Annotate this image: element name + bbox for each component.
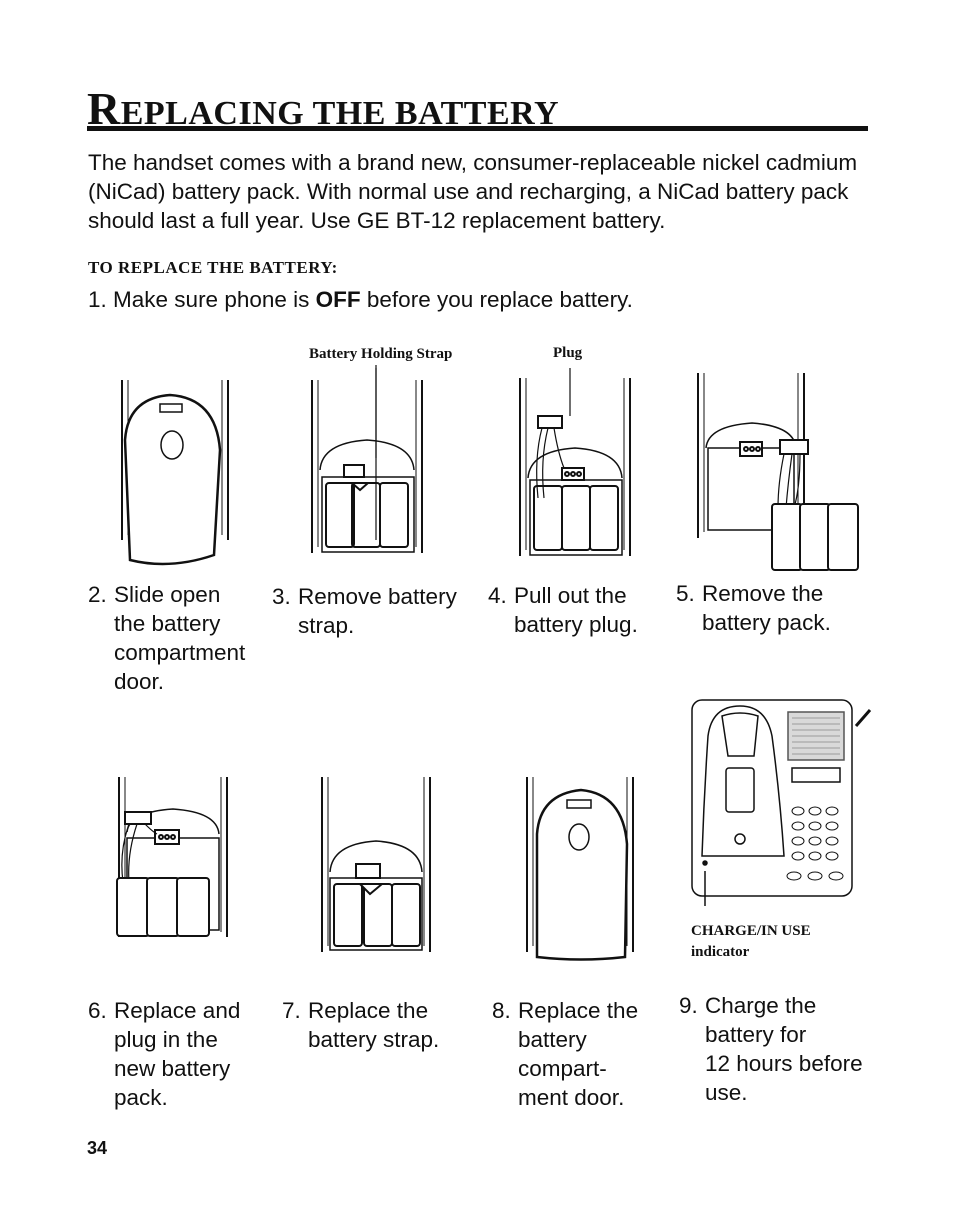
callout-battery-holding-strap: Battery Holding Strap <box>309 346 453 362</box>
step-7: 7.Replace the battery strap. <box>282 998 440 1052</box>
figure-step-2 <box>121 380 229 566</box>
figure-step-4 <box>519 368 631 556</box>
figure-step-9-phone <box>691 699 872 906</box>
step-6: 6.Replace and plug in the new battery pa… <box>88 998 241 1110</box>
step-5: 5.Remove the battery pack. <box>676 581 831 635</box>
figure-step-8 <box>526 777 634 961</box>
step-2: 2.Slide open the battery compartment doo… <box>88 582 246 694</box>
step-3: 3.Remove battery strap. <box>272 584 457 638</box>
intro-paragraph: The handset comes with a brand new, cons… <box>88 150 858 233</box>
figure-step-7 <box>321 777 431 952</box>
step-4: 4.Pull out the battery plug. <box>488 583 638 637</box>
step-1: 1. Make sure phone is OFF before you rep… <box>88 287 633 312</box>
title-rule <box>87 126 868 131</box>
callout-plug: Plug <box>553 345 583 361</box>
figure-step-3 <box>311 365 423 553</box>
figure-step-6 <box>116 777 228 937</box>
step-9: 9.Charge the battery for 12 hours before… <box>679 993 863 1105</box>
page-title: REPLACING THE BATTERY <box>87 83 560 134</box>
sub-heading: TO REPLACE THE BATTERY: <box>88 258 338 277</box>
strap-leader-line <box>375 368 377 458</box>
figure-step-5 <box>697 373 859 571</box>
page-number: 34 <box>87 1138 108 1158</box>
step-8: 8.Replace the battery compart- ment door… <box>492 998 639 1110</box>
